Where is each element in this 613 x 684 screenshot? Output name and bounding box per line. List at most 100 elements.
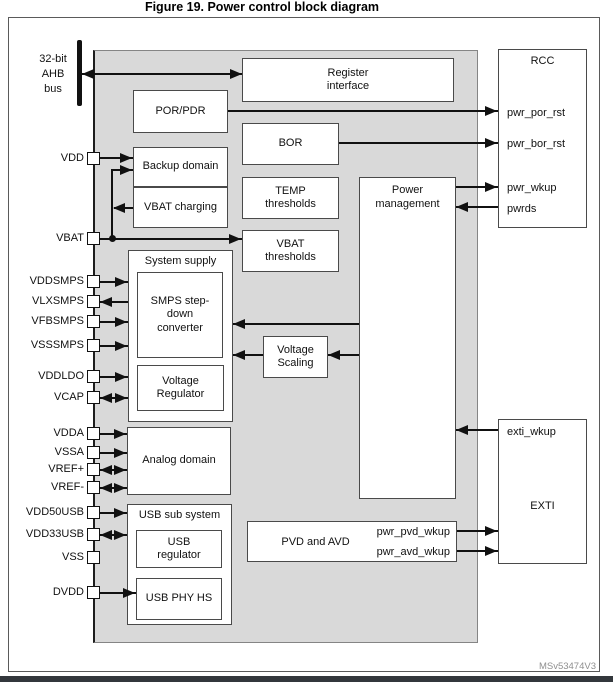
pin-pad-vlxsmps	[87, 295, 100, 308]
arrowhead	[120, 165, 132, 175]
block-register-interface: Register interface	[242, 58, 454, 102]
connector-vbat-thresholds	[100, 238, 242, 240]
pin-label-vlxsmps: VLXSMPS	[32, 295, 84, 307]
pin-pad-vss	[87, 551, 100, 564]
pin-pad-dvdd	[87, 586, 100, 599]
signal-exti-wkup: exti_wkup	[507, 426, 556, 438]
usb-subsystem-label: USB sub system	[138, 509, 221, 521]
arrowhead	[123, 588, 135, 598]
pin-pad-vdda	[87, 427, 100, 440]
pin-label-vcap: VCAP	[54, 391, 84, 403]
pin-pad-vbat	[87, 232, 100, 245]
pin-label-vdd50usb: VDD50USB	[25, 506, 84, 518]
pin-pad-vcap	[87, 391, 100, 404]
pin-pad-vssa	[87, 446, 100, 459]
page-footer-bar	[0, 676, 613, 682]
arrowhead	[114, 465, 126, 475]
block-vbat-thresholds: VBAT thresholds	[242, 230, 339, 272]
connector-por-rcc	[228, 110, 498, 112]
signal-pwr-pvd-wkup: pwr_pvd_wkup	[376, 526, 450, 538]
block-por-pdr: POR/PDR	[133, 90, 228, 133]
power-management-label: Power management	[375, 184, 440, 210]
block-rcc: RCC pwr_por_rst pwr_bor_rst pwr_wkup pwr…	[498, 49, 587, 228]
connector-vddldo	[100, 376, 128, 378]
pin-label-vddsmps: VDDSMPS	[29, 275, 84, 287]
connector-voltagescaling-supply	[233, 354, 263, 356]
arrowhead	[115, 372, 127, 382]
pin-label-vdd33usb: VDD33USB	[25, 528, 84, 540]
arrowhead	[233, 319, 245, 329]
arrowhead	[115, 277, 127, 287]
pin-label-vdda: VDDA	[53, 427, 84, 439]
block-usb-phy-hs: USB PHY HS	[136, 578, 222, 620]
connector-vcap	[100, 397, 128, 399]
pin-pad-vddsmps	[87, 275, 100, 288]
signal-pwr-bor-rst: pwr_bor_rst	[507, 138, 566, 150]
connector-vdd-backup	[100, 157, 133, 159]
ahb-bus-bar	[77, 40, 82, 106]
pin-label-vss: VSS	[61, 551, 84, 563]
block-analog-domain: Analog domain	[127, 427, 231, 495]
arrowhead	[485, 526, 497, 536]
block-temp-thresholds: TEMP thresholds	[242, 177, 339, 219]
arrowhead	[230, 69, 242, 79]
arrowhead	[485, 106, 497, 116]
arrowhead	[114, 483, 126, 493]
arrowhead	[100, 483, 112, 493]
figure-title: Figure 19. Power control block diagram	[144, 0, 380, 14]
arrowhead	[233, 350, 245, 360]
pin-label-dvdd: DVDD	[52, 586, 84, 598]
block-backup-domain: Backup domain	[133, 147, 228, 187]
arrowhead	[114, 429, 126, 439]
pin-label-vfbsmps: VFBSMPS	[31, 315, 84, 327]
pin-pad-vdd	[87, 152, 100, 165]
connector-vref-minus	[100, 487, 127, 489]
block-voltage-regulator: Voltage Regulator	[137, 365, 224, 411]
arrowhead	[485, 182, 497, 192]
block-usb-regulator: USB regulator	[136, 530, 222, 568]
exti-label: EXTI	[530, 500, 555, 512]
connector-vdd50usb	[100, 512, 127, 514]
system-supply-label: System supply	[144, 255, 217, 267]
pin-label-vref-plus: VREF+	[48, 463, 84, 475]
arrowhead	[100, 297, 112, 307]
arrowhead	[485, 138, 497, 148]
connector-pm-voltagescaling	[328, 354, 359, 356]
pin-pad-vddldo	[87, 370, 100, 383]
arrowhead	[114, 448, 126, 458]
connector-bor-rcc	[339, 142, 498, 144]
arrowhead	[82, 69, 94, 79]
arrowhead	[120, 153, 132, 163]
connector-ahb-register	[82, 73, 242, 75]
arrowhead	[115, 341, 127, 351]
pin-label-vref-minus: VREF-	[51, 481, 84, 493]
connector-pwrds	[456, 206, 498, 208]
ahb-bus-label: 32-bit AHB bus	[39, 53, 67, 95]
arrowhead	[100, 530, 112, 540]
pin-label-vdd: VDD	[60, 152, 84, 164]
connector-vfbsmps	[100, 321, 128, 323]
block-vbat-charging: VBAT charging	[133, 187, 228, 228]
arrowhead	[100, 393, 112, 403]
arrowhead	[115, 317, 127, 327]
connector-vlxsmps	[100, 301, 128, 303]
connector-vdda	[100, 433, 127, 435]
block-power-management: Power management	[359, 177, 456, 499]
arrowhead	[100, 465, 112, 475]
arrowhead	[113, 203, 125, 213]
pin-pad-vref-plus	[87, 463, 100, 476]
rcc-label: RCC	[530, 55, 555, 67]
connector-dvdd	[100, 592, 136, 594]
arrowhead	[229, 234, 241, 244]
pin-label-vssa: VSSA	[54, 446, 84, 458]
signal-pwr-por-rst: pwr_por_rst	[507, 107, 566, 119]
pin-label-vsssmps: VSSSMPS	[30, 339, 84, 351]
connector-vddsmps	[100, 281, 128, 283]
pin-pad-vdd50usb	[87, 506, 100, 519]
connector-vdd33usb	[100, 534, 127, 536]
connector-pvd-exti	[457, 530, 498, 532]
arrowhead	[485, 546, 497, 556]
pvd-avd-label: PVD and AVD	[281, 536, 350, 548]
connector-pm-systemsupply	[233, 323, 359, 325]
